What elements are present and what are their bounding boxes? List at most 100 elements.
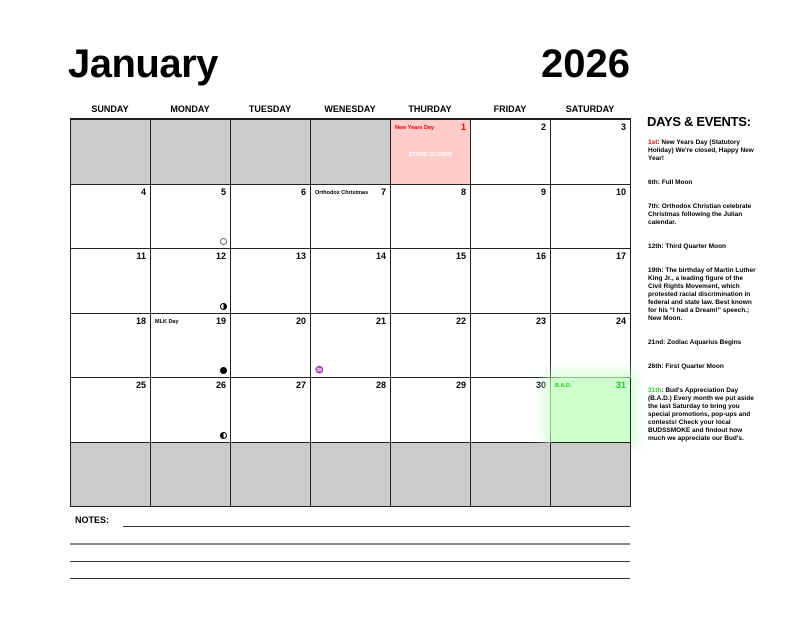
day-number: 23 [535, 315, 546, 326]
day-cell[interactable]: 21♒ [311, 313, 391, 378]
event-date: 1st [648, 139, 658, 146]
event-text: : Orthodox Christian celebrate Christmas… [648, 203, 752, 226]
day-cell[interactable]: 2 [471, 120, 551, 185]
day-cell[interactable]: 18 [71, 313, 151, 378]
empty-cell[interactable] [151, 120, 231, 185]
day-cell[interactable]: 30 [471, 378, 551, 443]
day-number: 11 [136, 251, 146, 261]
event-text: : The birthday of Martin Luther King Jr.… [648, 267, 756, 322]
weekday-label: SATURDAY [565, 104, 615, 114]
day-number: 29 [455, 380, 466, 390]
day-cell[interactable]: 27 [231, 378, 311, 443]
day-cell[interactable]: 9 [471, 184, 551, 249]
day-cell[interactable]: 3 [551, 120, 631, 185]
notes-line [70, 543, 630, 545]
day-number: 13 [295, 251, 306, 261]
weekday-label: MONDAY [170, 104, 210, 114]
event-label: New Years Day [395, 125, 435, 131]
day-cell[interactable]: 29 [391, 378, 471, 443]
weekday-label: SUNDAY [91, 104, 129, 114]
empty-cell[interactable] [231, 120, 311, 185]
day-cell[interactable]: 16 [471, 249, 551, 314]
empty-cell[interactable] [471, 442, 551, 507]
empty-cell[interactable] [311, 120, 391, 185]
event-date: 19th [648, 267, 662, 274]
event-date: 6th [648, 179, 658, 186]
day-cell[interactable]: 8 [391, 184, 471, 249]
empty-cell[interactable] [151, 442, 231, 507]
event-label: MLK Day [155, 318, 179, 325]
day-cell[interactable]: 14 [311, 249, 391, 314]
day-cell[interactable]: 25 [71, 378, 151, 443]
event-date: 12th [648, 243, 662, 250]
empty-cell[interactable] [311, 442, 391, 507]
day-number: 8 [460, 186, 466, 197]
day-cell[interactable]: 10 [551, 184, 631, 249]
notes-line [123, 526, 630, 527]
day-cell[interactable]: 4 [71, 184, 151, 249]
weekday-label: FRIDAY [493, 104, 527, 114]
day-number: 4 [140, 186, 146, 197]
event-date: 21nd [648, 339, 664, 346]
day-number: 9 [540, 186, 546, 197]
empty-cell[interactable] [231, 442, 311, 507]
day-number: 19 [215, 315, 226, 326]
event-date: 31th [648, 387, 662, 394]
event-date: 7th [648, 203, 658, 210]
day-cell[interactable]: 28 [311, 378, 391, 443]
day-cell[interactable]: 19 MLK Day [151, 313, 231, 378]
events-title: DAYS & EVENTS: [647, 114, 751, 129]
day-number: 17 [615, 251, 626, 261]
day-number: 6 [300, 186, 306, 197]
day-number: 21 [375, 315, 386, 326]
weekday-label: THURDAY [408, 104, 452, 114]
third-moon-icon [220, 302, 227, 310]
day-cell[interactable]: 17 [551, 249, 631, 314]
event-label: B.A.D. [555, 383, 572, 389]
day-cell[interactable]: 23 [471, 313, 551, 378]
day-cell[interactable]: 5 [151, 184, 231, 249]
day-cell[interactable]: 24 [551, 313, 631, 378]
day-number: 2 [540, 122, 546, 132]
day-number: 25 [135, 380, 146, 390]
day-number: 14 [375, 251, 386, 261]
empty-cell[interactable] [71, 120, 151, 185]
event-text: : First Quarter Moon [661, 363, 724, 370]
day-number: 24 [615, 315, 626, 326]
day-cell[interactable]: 26 [151, 378, 231, 443]
day-number: 28 [375, 380, 386, 390]
new-moon-icon [220, 367, 227, 374]
notes-line [70, 578, 630, 579]
day-number: 16 [535, 251, 546, 261]
empty-cell[interactable] [391, 442, 471, 507]
empty-cell[interactable] [551, 442, 631, 507]
day-number: 5 [220, 186, 226, 197]
year-title: 2026 [541, 42, 630, 86]
event-text: : Full Moon [657, 179, 693, 186]
day-number: 27 [295, 380, 306, 390]
event-text: : Bud's Appreciation Day (B.A.D.) Every … [648, 387, 754, 442]
day-number: 3 [620, 122, 626, 132]
day-cell[interactable]: 12 [151, 249, 231, 314]
day-cell[interactable]: 15 [391, 249, 471, 314]
day-number: 7 [380, 186, 386, 197]
event-item: 6th: Full Moon [648, 179, 756, 187]
event-date: 26th [648, 363, 662, 370]
day-cell[interactable]: 11 [71, 249, 151, 314]
event-text: : Zodiac Aquarius Begins [663, 339, 742, 346]
event-item: 26th: First Quarter Moon [648, 363, 756, 371]
event-text: : New Years Day (Statutory Holiday) We'r… [648, 139, 754, 162]
day-cell[interactable]: 13 [231, 249, 311, 314]
day-cell[interactable]: 22 [391, 313, 471, 378]
day-number: 22 [455, 315, 466, 326]
day-cell[interactable]: 6 [231, 184, 311, 249]
empty-cell[interactable] [71, 442, 151, 507]
full-moon-icon [220, 238, 227, 245]
day-number: 10 [615, 186, 626, 197]
weekday-label: TUESDAY [248, 104, 292, 114]
day-cell[interactable]: 20 [231, 313, 311, 378]
